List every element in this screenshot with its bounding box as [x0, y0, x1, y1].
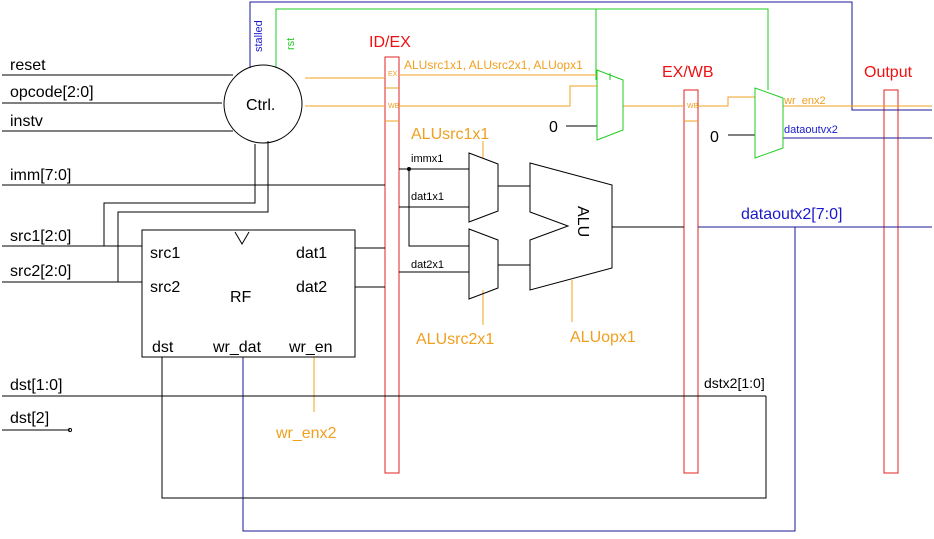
rst-label: rst [285, 38, 297, 50]
alu-ctrl-bus-label: ALUsrc1x1, ALUsrc2x1, ALUopx1 [404, 58, 583, 72]
rf-label: RF [230, 289, 252, 306]
alusrc2x1-label: ALUsrc2x1 [416, 331, 494, 348]
rf-port-dst: dst [152, 339, 174, 356]
rf-port-src2: src2 [150, 279, 180, 296]
label-dst-low: dst[1:0] [10, 377, 62, 394]
ctrl-unit [223, 64, 303, 144]
dataoutvx2-label: dataoutvx2 [784, 124, 838, 136]
alu [529, 162, 613, 291]
rf-port-dat2: dat2 [296, 279, 327, 296]
idex-ex-tag: EX [388, 71, 398, 78]
dstx2-label: dstx2[1:0] [704, 375, 765, 391]
stalled-label: stalled [253, 20, 265, 52]
rf-port-src1: src1 [150, 245, 180, 262]
stage-exwb-label: EX/WB [662, 64, 714, 81]
label-dst-high: dst[2] [10, 410, 49, 427]
wr-enx2-top-label: wr_enx2 [783, 95, 826, 107]
stalled-wire [249, 1, 932, 111]
register-file [141, 229, 356, 358]
zero-b-label: 0 [710, 129, 719, 146]
immx1-label: immx1 [411, 153, 443, 165]
ctrl-label: Ctrl. [246, 97, 275, 114]
wr-dat-feedback-wire [242, 227, 796, 532]
stage-output-label: Output [864, 64, 913, 81]
label-reset: reset [10, 57, 46, 74]
idex-register [384, 56, 400, 474]
mux-ex-wb [596, 69, 624, 141]
zero-a-label: 0 [549, 119, 558, 136]
output-register [883, 89, 899, 474]
label-opcode: opcode[2:0] [10, 84, 94, 101]
label-src2: src2[2:0] [10, 263, 71, 280]
mux-output [754, 87, 784, 159]
wr-enx2-bottom-label: wr_enx2 [275, 425, 337, 442]
stage-idex-label: ID/EX [369, 34, 411, 51]
rf-port-wr-dat: wr_dat [212, 339, 262, 356]
rf-port-dat1: dat1 [296, 245, 327, 262]
rst-wire [275, 8, 769, 90]
aluopx1-label: ALUopx1 [570, 329, 636, 346]
rf-port-wr-en: wr_en [288, 339, 333, 356]
label-instv: instv [10, 113, 43, 130]
exwb-wb-tag: WB [687, 103, 699, 110]
mux-src1 [468, 152, 499, 223]
alu-label: ALU [574, 206, 591, 237]
idex-wb-tag: WB [388, 103, 400, 110]
alusrc1x1-label: ALUsrc1x1 [411, 126, 489, 143]
label-imm: imm[7:0] [10, 167, 71, 184]
dat1x1-label: dat1x1 [411, 191, 444, 203]
dat2x1-label: dat2x1 [411, 259, 444, 271]
dataoutx2-label: dataoutx2[7:0] [741, 206, 842, 223]
exwb-register [683, 89, 699, 474]
label-src1: src1[2:0] [10, 228, 71, 245]
mux-src2 [468, 228, 499, 300]
